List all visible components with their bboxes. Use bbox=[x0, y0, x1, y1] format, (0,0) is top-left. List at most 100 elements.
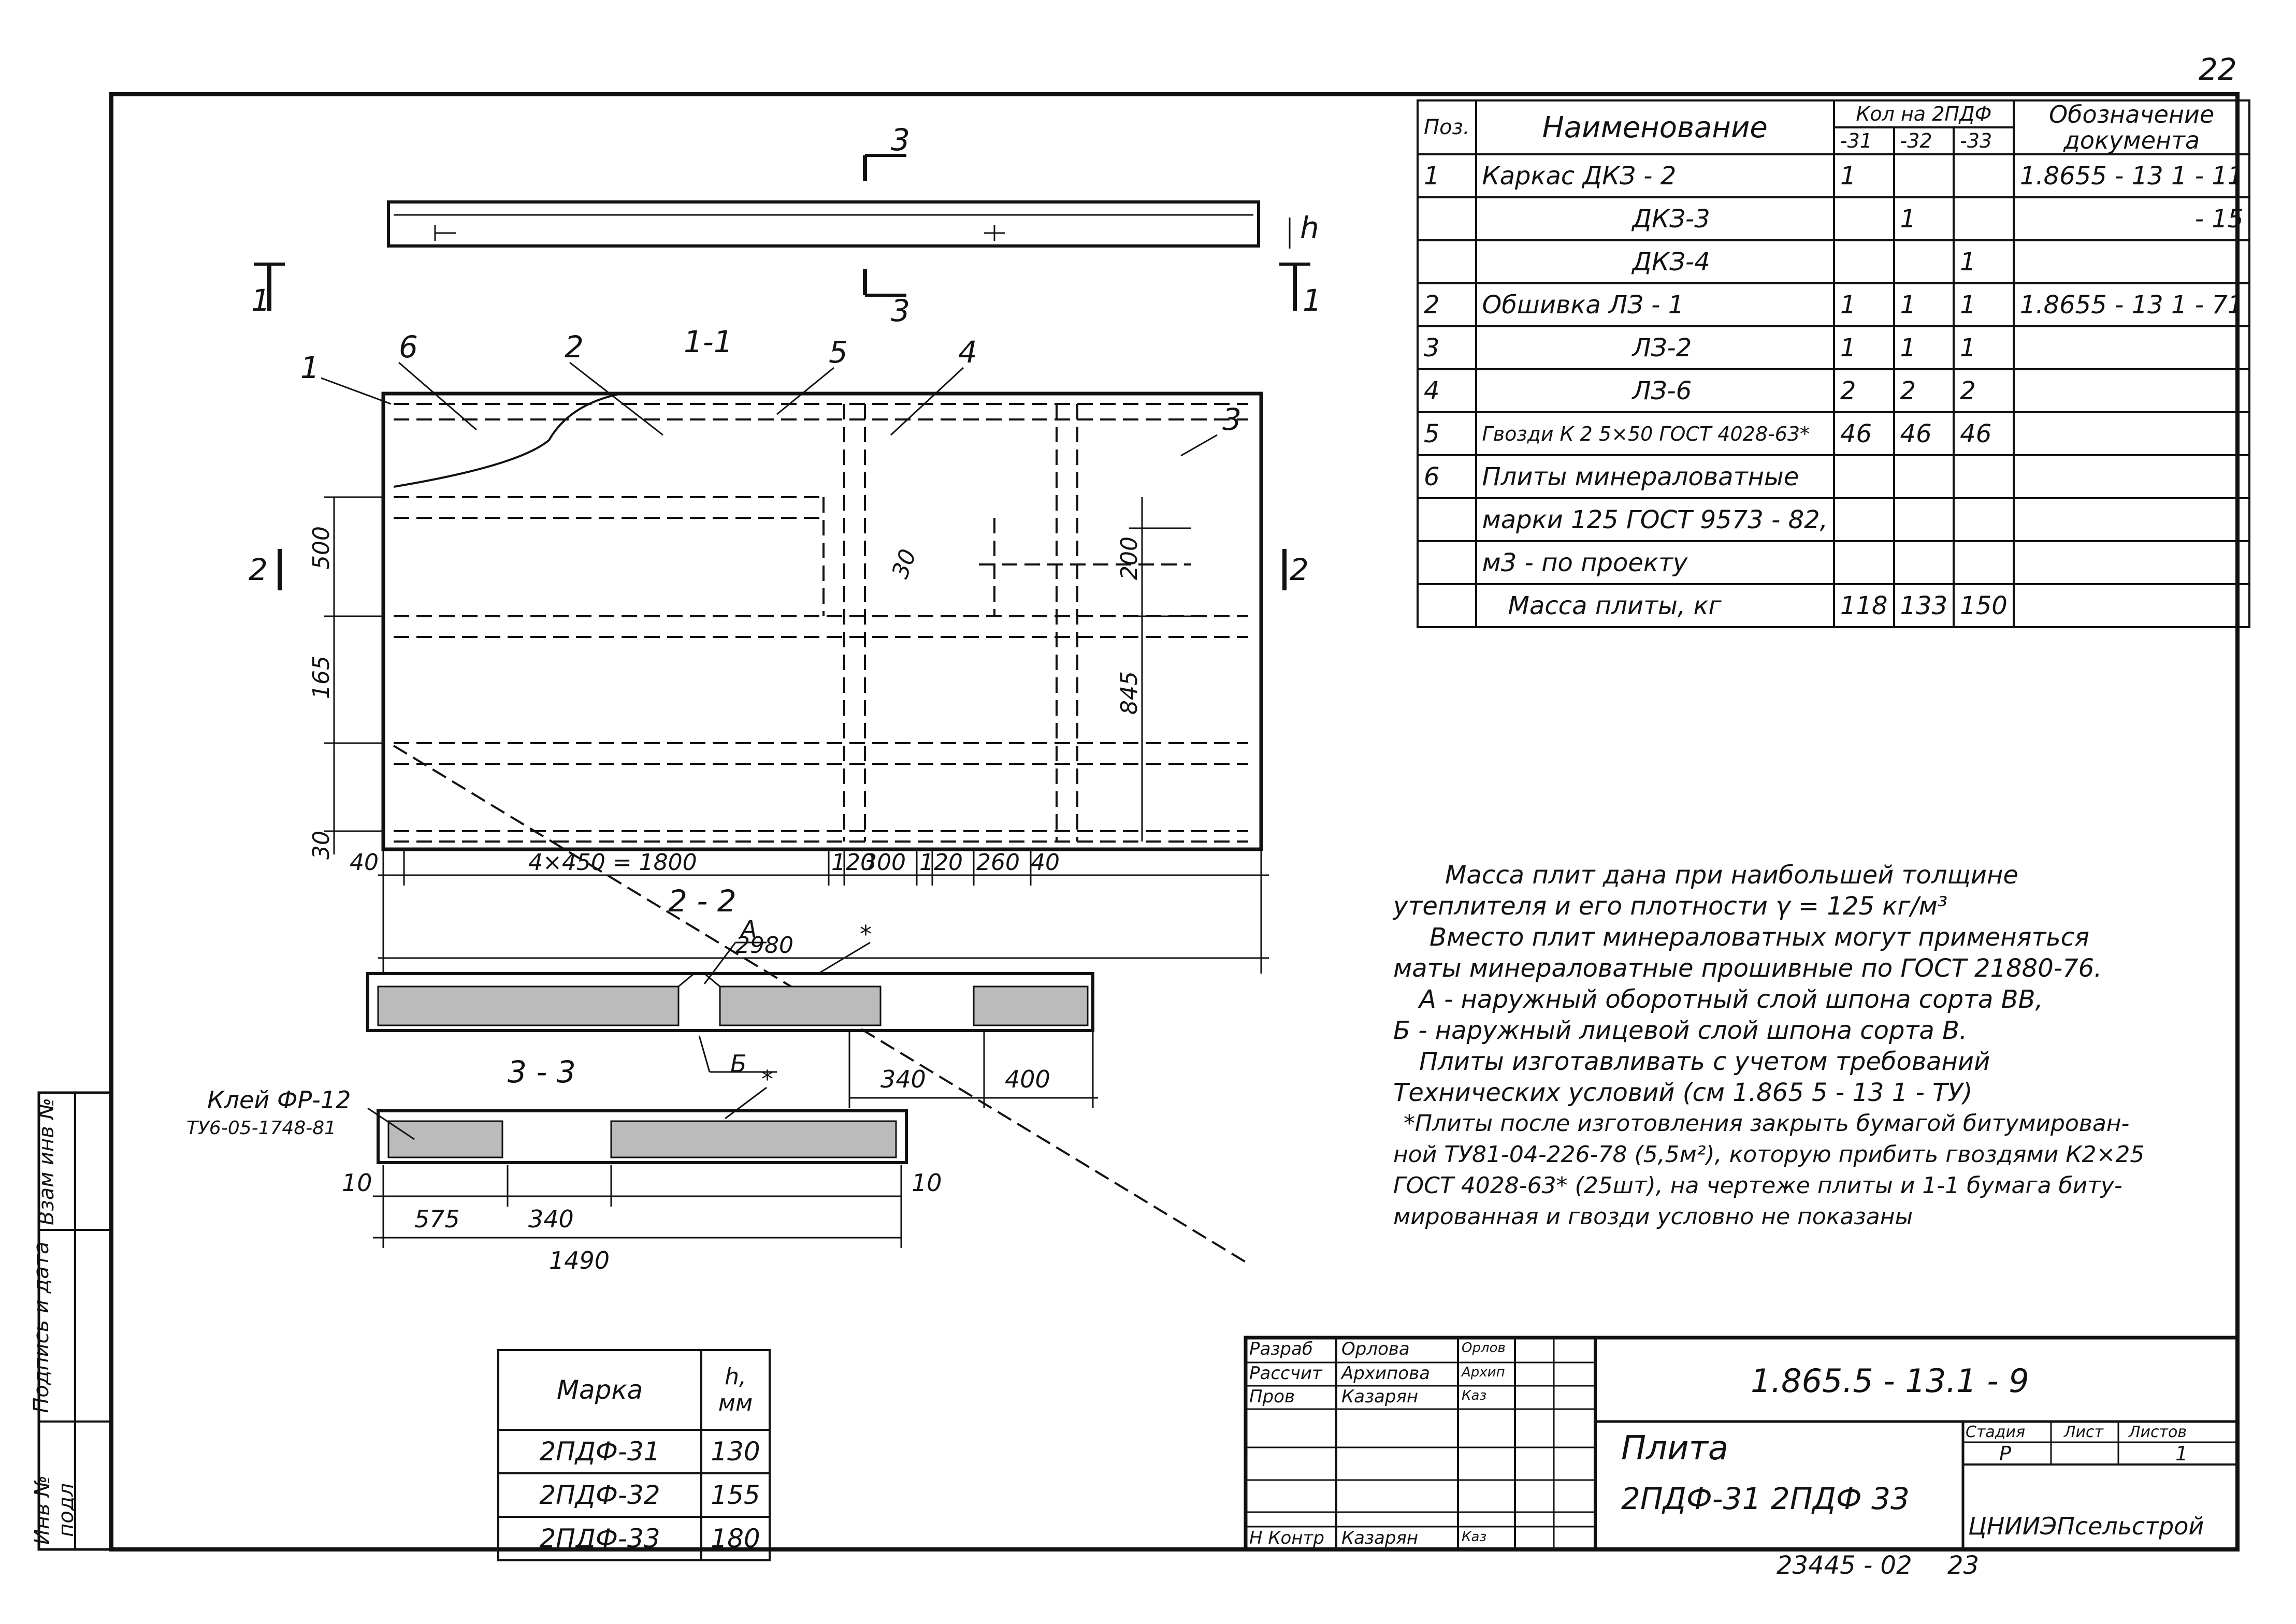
side-stamp-signature: Подпись и дата bbox=[30, 1241, 53, 1413]
height-header: h, мм bbox=[700, 1349, 771, 1431]
tb-name-2: Архипова bbox=[1341, 1363, 1430, 1384]
sec33-star: * bbox=[761, 1065, 773, 1093]
cut-1-right-label: 1 bbox=[1303, 283, 1322, 318]
cut-1-left-label: 1 bbox=[251, 283, 270, 318]
plate-drawings: 3 3 1 1 h 1-1 1 6 2 5 4 3 2 2 500 165 30… bbox=[186, 124, 1322, 1274]
dim-165: 165 bbox=[308, 656, 335, 699]
side-stamp-inv: Инв № подл bbox=[31, 1475, 78, 1545]
note-line: *Плиты после изготовления закрыть бумаго… bbox=[1404, 1110, 2130, 1137]
tb-name-nkontr: Казарян bbox=[1341, 1528, 1419, 1548]
callout-1: 1 bbox=[300, 350, 320, 385]
table-row: ДКЗ-3 1 - 15 bbox=[1417, 196, 2251, 241]
note-line: Технических условий (см 1.865 5 - 13 1 -… bbox=[1393, 1078, 1973, 1107]
document-code: 1.865.5 - 13.1 - 9 bbox=[1751, 1362, 2029, 1400]
callout-4: 4 bbox=[958, 335, 977, 370]
spec-header-q2: -32 bbox=[1893, 126, 1955, 155]
sec22-dim-400: 400 bbox=[1005, 1065, 1050, 1093]
sec22-label-a: А bbox=[739, 915, 757, 943]
item-name: Плита bbox=[1621, 1429, 1729, 1468]
note-line: Масса плит дана при наибольшей толщине bbox=[1445, 861, 2018, 890]
cut-3-top-label: 3 bbox=[891, 124, 910, 157]
note-line: мированная и гвозди условно не показаны bbox=[1393, 1204, 1913, 1230]
archive-number: 23445 - 02 bbox=[1777, 1551, 1912, 1580]
dim-30-inner: 30 bbox=[887, 546, 921, 582]
h-dim-label: h bbox=[1300, 210, 1319, 245]
dim-total-2980: 2980 bbox=[735, 932, 793, 959]
table-row: м3 - по проекту bbox=[1417, 540, 2251, 585]
item-marks: 2ПДФ-31 2ПДФ 33 bbox=[1621, 1481, 1910, 1516]
dim-bottom-120a: 120 bbox=[831, 849, 875, 876]
callout-6: 6 bbox=[399, 329, 418, 365]
sec33-dim-575: 575 bbox=[414, 1205, 460, 1233]
tb-name-1: Орлова bbox=[1341, 1339, 1410, 1359]
note-line: маты минераловатные прошивные по ГОСТ 21… bbox=[1393, 954, 2102, 983]
dim-bottom-40a: 40 bbox=[350, 849, 379, 876]
tb-role-1: Разраб bbox=[1249, 1339, 1313, 1359]
dim-bottom-260: 260 bbox=[976, 849, 1020, 876]
spec-header-qty: Кол на 2ПДФ bbox=[1832, 99, 2015, 128]
dim-bottom-1800: 4×450 = 1800 bbox=[528, 849, 697, 876]
table-row: ДКЗ-4 1 bbox=[1417, 239, 2251, 284]
stage-value: Р bbox=[1999, 1442, 2011, 1465]
sheets-label: Листов bbox=[2129, 1423, 2187, 1441]
general-notes: Масса плит дана при наибольшей толщине у… bbox=[1393, 860, 2243, 1232]
cut-2-left-label: 2 bbox=[249, 552, 268, 587]
spec-header-pos: Поз. bbox=[1417, 99, 1477, 155]
note-line: Плиты изготавливать с учетом требований bbox=[1419, 1047, 1990, 1076]
cut-2-right-label: 2 bbox=[1290, 552, 1309, 587]
sec22-dim-340: 340 bbox=[880, 1065, 926, 1093]
sec33-dim-10b: 10 bbox=[912, 1169, 942, 1197]
sec33-dim-340: 340 bbox=[528, 1205, 574, 1233]
specification-table: Поз. Наименование Кол на 2ПДФ Обозначени… bbox=[1417, 99, 2251, 628]
callout-3: 3 bbox=[1222, 402, 1241, 437]
section-1-1-title: 1-1 bbox=[684, 324, 733, 359]
dim-200: 200 bbox=[1116, 536, 1143, 580]
tb-sign-nkontr: Каз bbox=[1462, 1529, 1487, 1545]
sheet-footer-number: 23 bbox=[1947, 1551, 1980, 1580]
marka-header: Марка bbox=[497, 1349, 702, 1431]
side-stamp-replace: Взам инв № bbox=[35, 1097, 59, 1226]
spec-header-q3: -33 bbox=[1953, 126, 2015, 155]
callout-5: 5 bbox=[829, 335, 848, 370]
tb-sign-3: Каз bbox=[1462, 1388, 1487, 1403]
note-line: ной ТУ81-04-226-78 (5,5м²), которую приб… bbox=[1393, 1141, 2145, 1168]
sheet-label: Лист bbox=[2064, 1423, 2104, 1441]
spec-header-doc: Обозначение документа bbox=[2012, 99, 2251, 155]
dim-bottom-120b: 120 bbox=[919, 849, 963, 876]
note-line: Б - наружный лицевой слой шпона сорта В. bbox=[1393, 1016, 1968, 1045]
note-line: А - наружный оборотный слой шпона сорта … bbox=[1419, 985, 2043, 1014]
spec-header-q1: -31 bbox=[1832, 126, 1895, 155]
note-line: утеплителя и его плотности γ = 125 кг/м³ bbox=[1393, 892, 1948, 921]
spec-header-name: Наименование bbox=[1475, 99, 1835, 155]
dim-500: 500 bbox=[308, 526, 335, 570]
sec33-dim-1490: 1490 bbox=[549, 1246, 610, 1274]
tb-sign-1: Орлов bbox=[1462, 1340, 1506, 1356]
cut-3-bottom-label: 3 bbox=[891, 293, 910, 328]
sec33-glue-tu: ТУ6-05-1748-81 bbox=[186, 1118, 336, 1139]
section-3-3-title: 3 - 3 bbox=[508, 1054, 576, 1090]
note-line: Вместо плит минераловатных могут применя… bbox=[1429, 923, 2089, 952]
page-number: 22 bbox=[2199, 52, 2237, 87]
dim-bottom-300: 300 bbox=[862, 849, 906, 876]
sec22-label-b: Б bbox=[730, 1050, 747, 1078]
stage-label: Стадия bbox=[1966, 1423, 2026, 1441]
note-line: ГОСТ 4028-63* (25шт), на чертеже плиты и… bbox=[1393, 1172, 2122, 1199]
dim-845: 845 bbox=[1116, 671, 1143, 715]
sec33-dim-10a: 10 bbox=[342, 1169, 372, 1197]
sec22-label-star: * bbox=[860, 920, 872, 948]
tb-role-3: Пров bbox=[1249, 1386, 1295, 1407]
sec33-glue: Клей ФР-12 bbox=[207, 1086, 351, 1114]
tb-role-2: Рассчит bbox=[1249, 1363, 1322, 1384]
tb-role-nkontr: Н Контр bbox=[1249, 1528, 1324, 1548]
